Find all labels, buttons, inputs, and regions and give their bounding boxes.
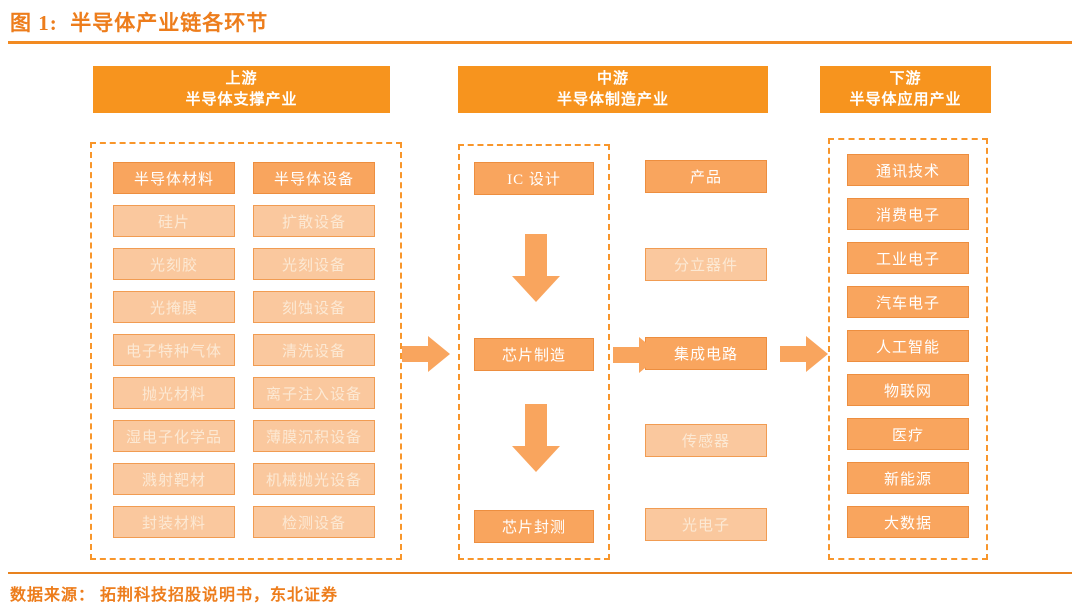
upstream-equipment-box: 检测设备 bbox=[253, 506, 375, 538]
upstream-equipment-box: 机械抛光设备 bbox=[253, 463, 375, 495]
downstream-application-box: 人工智能 bbox=[847, 330, 969, 362]
header-upstream: 上游 半导体支撑产业 bbox=[93, 66, 390, 113]
upstream-equipment-box: 清洗设备 bbox=[253, 334, 375, 366]
product-box: 产品 bbox=[645, 160, 767, 193]
upstream-material-box: 硅片 bbox=[113, 205, 235, 237]
data-source: 数据来源： 拓荆科技招股说明书，东北证券 bbox=[10, 587, 339, 604]
upstream-material-box: 抛光材料 bbox=[113, 377, 235, 409]
downstream-application-box: 通讯技术 bbox=[847, 154, 969, 186]
arrow-right-icon bbox=[402, 336, 450, 372]
figure-title: 图 1: 半导体产业链各环节 bbox=[10, 11, 269, 35]
flow-box-ic-design: IC 设计 bbox=[474, 162, 594, 195]
upstream-material-box: 溅射靶材 bbox=[113, 463, 235, 495]
upstream-equipment-box: 刻蚀设备 bbox=[253, 291, 375, 323]
header-downstream-line2: 半导体应用产业 bbox=[849, 92, 962, 108]
upstream-materials-column: 半导体材料硅片光刻胶光掩膜电子特种气体抛光材料湿电子化学品溅射靶材封装材料 bbox=[113, 162, 235, 558]
flow-box-chip-manufacturing: 芯片制造 bbox=[474, 338, 594, 371]
product-box: 光电子 bbox=[645, 508, 767, 541]
arrow-down-icon bbox=[512, 234, 560, 302]
upstream-material-box: 半导体材料 bbox=[113, 162, 235, 194]
flow-box-chip-packaging-testing: 芯片封测 bbox=[474, 510, 594, 543]
upstream-equipment-box: 薄膜沉积设备 bbox=[253, 420, 375, 452]
header-midstream-line1: 中游 bbox=[596, 71, 629, 87]
header-downstream-line1: 下游 bbox=[889, 71, 922, 87]
arrow-down-icon bbox=[512, 404, 560, 472]
header-downstream: 下游 半导体应用产业 bbox=[820, 66, 991, 113]
upstream-equipment-box: 半导体设备 bbox=[253, 162, 375, 194]
product-box: 集成电路 bbox=[645, 337, 767, 370]
arrow-right-icon bbox=[780, 336, 828, 372]
upstream-equipment-box: 光刻设备 bbox=[253, 248, 375, 280]
midstream-flow-group: IC 设计 芯片制造 芯片封测 bbox=[458, 144, 610, 560]
upstream-material-box: 湿电子化学品 bbox=[113, 420, 235, 452]
header-upstream-line1: 上游 bbox=[225, 71, 258, 87]
upstream-group: 半导体材料硅片光刻胶光掩膜电子特种气体抛光材料湿电子化学品溅射靶材封装材料 半导… bbox=[90, 142, 402, 560]
header-midstream-line2: 半导体制造产业 bbox=[556, 92, 669, 108]
downstream-application-box: 消费电子 bbox=[847, 198, 969, 230]
upstream-equipment-column: 半导体设备扩散设备光刻设备刻蚀设备清洗设备离子注入设备薄膜沉积设备机械抛光设备检… bbox=[253, 162, 375, 558]
upstream-material-box: 电子特种气体 bbox=[113, 334, 235, 366]
downstream-application-box: 大数据 bbox=[847, 506, 969, 538]
upstream-equipment-box: 扩散设备 bbox=[253, 205, 375, 237]
product-box: 传感器 bbox=[645, 424, 767, 457]
arrow-right-icon bbox=[613, 337, 661, 373]
upstream-material-box: 光掩膜 bbox=[113, 291, 235, 323]
upstream-material-box: 光刻胶 bbox=[113, 248, 235, 280]
header-upstream-line2: 半导体支撑产业 bbox=[185, 92, 298, 108]
downstream-application-box: 新能源 bbox=[847, 462, 969, 494]
downstream-group: 通讯技术消费电子工业电子汽车电子人工智能物联网医疗新能源大数据 bbox=[828, 138, 988, 560]
source-divider bbox=[8, 572, 1072, 574]
title-divider bbox=[8, 41, 1072, 44]
product-box: 分立器件 bbox=[645, 248, 767, 281]
downstream-application-box: 工业电子 bbox=[847, 242, 969, 274]
upstream-equipment-box: 离子注入设备 bbox=[253, 377, 375, 409]
downstream-application-box: 医疗 bbox=[847, 418, 969, 450]
header-midstream: 中游 半导体制造产业 bbox=[458, 66, 768, 113]
downstream-application-box: 物联网 bbox=[847, 374, 969, 406]
upstream-material-box: 封装材料 bbox=[113, 506, 235, 538]
downstream-application-box: 汽车电子 bbox=[847, 286, 969, 318]
